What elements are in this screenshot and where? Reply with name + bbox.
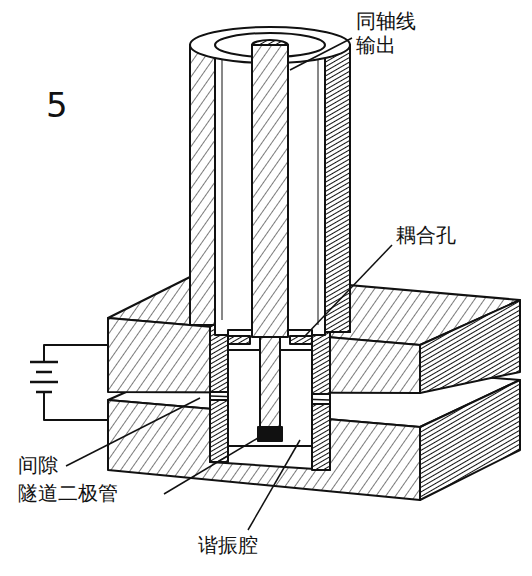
part-label: 间隙: [16, 452, 60, 478]
part-label: 隧道二极管: [16, 480, 120, 506]
section-cut: [210, 322, 330, 470]
part-label: 耦合孔: [394, 222, 458, 248]
part-label: 谐振腔: [196, 532, 260, 558]
tunnel-diode: [258, 427, 282, 441]
inner-conductor: [260, 337, 280, 427]
battery-symbol: [30, 345, 108, 420]
leader-line: [66, 38, 392, 530]
figure-number: 5: [44, 84, 70, 127]
inner-conductor: [252, 45, 288, 337]
part-label: 同轴线 输出: [354, 8, 426, 58]
